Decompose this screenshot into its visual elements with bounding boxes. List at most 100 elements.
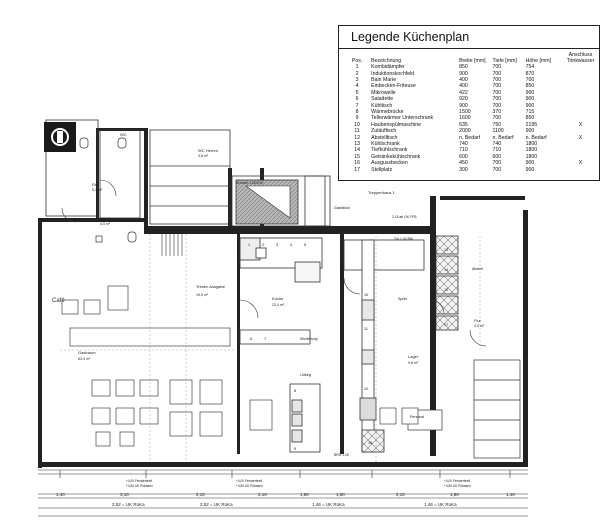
logo-mark xyxy=(44,122,76,152)
legend-header-pos: Pos. xyxy=(351,57,363,64)
legend-cell-breite: 740 xyxy=(459,141,468,148)
legend-cell-breite: 1500 xyxy=(459,109,471,116)
room-label-treppenhaus: Treppenhaus 1 xyxy=(368,190,396,195)
legend-cell-pos: 16 xyxy=(354,160,360,167)
legend-cell-pos: 1 xyxy=(355,64,359,71)
legend-cell-hoehe: 754 xyxy=(525,64,535,71)
window-note: +4,84 UK Rolladen xyxy=(236,484,263,488)
legend-cell-anschluss: X xyxy=(578,160,583,167)
stair-arrow xyxy=(245,185,291,219)
legend-cell-tiefe: 700 xyxy=(492,166,502,173)
legend-cell-hoehe: 700 xyxy=(525,77,535,83)
grid-lines xyxy=(60,234,481,462)
pos-label: 8 xyxy=(294,389,296,393)
room-area-wc-herren: 3,6 m² xyxy=(198,154,209,158)
room-label-wc-herren: WC Herren xyxy=(198,148,218,153)
dishwash-counter xyxy=(359,239,377,453)
legend-divider xyxy=(339,48,599,49)
note-gaststueck: Gaststück xyxy=(334,206,350,210)
legend-cell-pos: 11 xyxy=(354,128,360,135)
pos-label: 10 xyxy=(364,293,368,297)
room-area-lager: 9,8 m² xyxy=(408,361,419,365)
legend-cell-breite: 450 xyxy=(459,160,468,167)
legend-cell-breite: 2000 xyxy=(459,128,471,135)
legend-cell-pos: 5 xyxy=(355,89,359,96)
legend-cell-hoehe: 850 xyxy=(525,115,535,122)
room-label-lager: Lager xyxy=(408,354,419,359)
legend-cell-hoehe: 1800 xyxy=(525,153,538,160)
note-brh: BRH 1,26 xyxy=(334,453,349,457)
legend-cell-pos: 12 xyxy=(354,134,360,141)
legend-header-bezeichnung: Bezeichnung xyxy=(371,57,402,64)
legend-cell-bezeichnung: Getränkekühlschrank xyxy=(371,153,421,160)
legend-cell-breite: 1600 xyxy=(459,115,471,122)
legend-cell-tiefe: 710 xyxy=(492,147,502,154)
window-note: +4,00 Fensterbrett xyxy=(444,479,470,483)
room-label-tresen: Tresen Ausgabe xyxy=(196,284,226,289)
legend-header-hoehe: Höhe [mm] xyxy=(525,57,551,64)
legend-cell-pos: 8 xyxy=(355,109,359,116)
room-label-wc: WC xyxy=(120,132,127,137)
legend-cell-bezeichnung: Kühltisch xyxy=(371,102,393,109)
legend-cell-tiefe: 700 xyxy=(492,115,502,122)
room-area-flur-left: 5,1 m² xyxy=(92,188,103,192)
legend-table: Pos. Bezeichnung Breite [mm] Tiefe [mm] … xyxy=(345,52,599,173)
legend-cell-breite: 422 xyxy=(459,89,468,96)
legend-cell-tiefe: 700 xyxy=(492,77,502,83)
legend-cell-hoehe: n. Bedarf xyxy=(525,134,547,141)
legend-cell-tiefe: 600 xyxy=(492,153,502,160)
fridge-units xyxy=(361,235,459,453)
legend-cell-pos: 15 xyxy=(354,153,360,160)
pos-label: 4 xyxy=(290,243,292,247)
room-label-cafe: Café xyxy=(52,298,65,304)
note-stichleitung: Stichleitung xyxy=(300,337,318,341)
window-note: +4,84 UK Rolladen xyxy=(126,484,153,488)
legend-cell-breite: 900 xyxy=(459,102,468,109)
kitchen-counters xyxy=(239,237,425,453)
legend-cell-bezeichnung: Abstelltisch xyxy=(371,134,398,141)
pos-label: 14 xyxy=(444,268,448,272)
dim-value: 1,60 xyxy=(450,492,459,497)
legend-cell-hoehe: 900 xyxy=(525,102,535,109)
dim-value: 2,10 xyxy=(396,492,405,497)
legend-cell-hoehe: 870 xyxy=(525,70,535,77)
legend-cell-bezeichnung: Tiefkühlschrank xyxy=(371,147,408,154)
legend-cell-pos: 3 xyxy=(355,77,359,83)
dimension-lines xyxy=(38,497,528,517)
dim-value: 1,40 xyxy=(56,492,65,497)
legend-cell-pos: 7 xyxy=(355,102,359,109)
pos-label: 16 xyxy=(368,441,372,445)
dim-value: 2,10 xyxy=(196,492,205,497)
window-note: +4,84 UK Rolladen xyxy=(444,484,471,488)
legend-header-breite: Breite [mm] xyxy=(459,57,486,64)
dim-value: 2,10 xyxy=(258,492,267,497)
legend-cell-bezeichnung: Induktionskochfeld xyxy=(371,70,415,77)
window-note: +4,00 Fensterbrett xyxy=(126,479,152,483)
pos-label: 9 xyxy=(294,447,296,451)
legend-cell-pos: 17 xyxy=(354,166,360,173)
dining-tables xyxy=(61,285,419,447)
pos-label: 5 xyxy=(304,243,306,247)
legend-cell-breite: 600 xyxy=(459,153,468,160)
walls xyxy=(38,128,528,468)
legend-cell-breite: 400 xyxy=(459,83,468,90)
legend-cell-pos: 6 xyxy=(355,96,359,103)
note-fensterhoehe: 2,18 ab OK FFB xyxy=(392,215,417,219)
legend-cell-pos: 13 xyxy=(354,141,360,148)
legend-cell-bezeichnung: Stellplatz xyxy=(371,166,393,173)
room-area-kueche: 23,4 m² xyxy=(272,303,285,307)
legend-row: 15 Getränkekühlschrank 600 600 1800 xyxy=(345,154,599,160)
pos-label: 1 xyxy=(248,243,250,247)
room-label-abstell: Abstell xyxy=(472,267,483,271)
note-lueftung: Lüftung xyxy=(300,373,311,377)
dim-value: 1,60 xyxy=(300,492,309,497)
window-note: +4,00 Fensterbrett xyxy=(236,479,262,483)
legend-title: Legende Küchenplan xyxy=(351,30,470,44)
